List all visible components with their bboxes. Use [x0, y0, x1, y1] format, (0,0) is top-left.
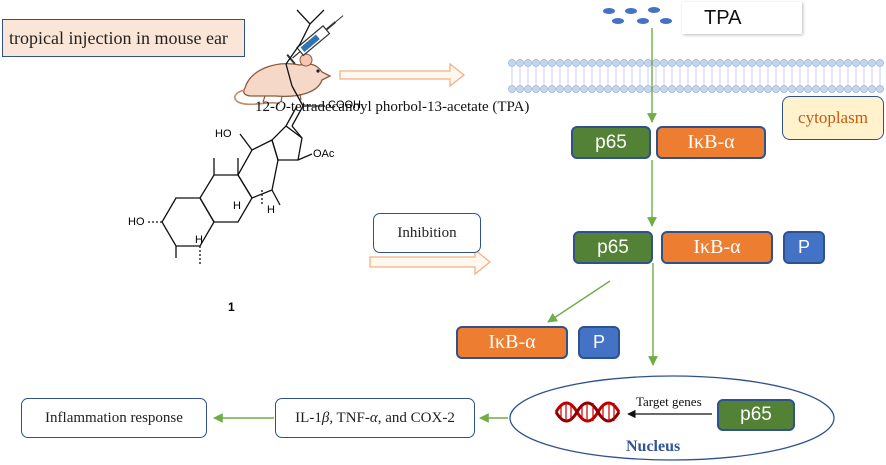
p65-box-nucleus: p65: [717, 399, 795, 431]
h-label-1: H: [233, 200, 241, 212]
phosphate-box-released: P: [578, 326, 620, 359]
p65-box-cytoplasm: p65: [571, 126, 651, 159]
ikb-alpha-box-released: IκB-α: [456, 326, 568, 359]
target-genes-label: Target genes: [636, 394, 702, 409]
cooh-label: COOH: [328, 99, 361, 111]
dna-helix-icon: [554, 401, 621, 423]
hollow-arrow-inhibition: [369, 248, 492, 276]
cytoplasm-label: cytoplasm: [798, 108, 868, 127]
h-label-2: H: [195, 234, 203, 246]
hollow-arrow-mouse: [339, 62, 466, 88]
syringe-icon: [286, 15, 344, 65]
mouse-icon: [234, 53, 332, 106]
tpa-label-box: TPA: [682, 2, 802, 34]
inhibition-box: Inhibition: [373, 213, 481, 253]
ikb-alpha-box-phosphorylated: IκB-α: [661, 231, 773, 264]
injection-label-box: tropical injection in mouse ear: [2, 19, 245, 57]
h-label-3: H: [267, 204, 275, 216]
cell-membrane: [508, 59, 884, 93]
inflammation-response-box: Inflammation response: [21, 398, 207, 438]
injection-label: tropical injection in mouse ear: [9, 27, 228, 48]
oac-label: OAc: [313, 148, 335, 160]
compound-number: 1: [228, 300, 235, 314]
tpa-full-name: 12-O-tetradecanoyl phorbol-13-acetate (T…: [255, 99, 530, 115]
ho-top-label: HO: [215, 128, 232, 140]
tpa-label: TPA: [704, 6, 742, 29]
pathway-arrows: [213, 28, 658, 423]
compound-structure: [148, 9, 325, 264]
tpa-molecules: [603, 7, 672, 24]
nucleus-ellipse: [509, 375, 835, 461]
ho-bottom-label: HO: [128, 216, 145, 228]
p65-box-phosphorylated: p65: [573, 231, 653, 264]
ikb-alpha-box-cytoplasm: IκB-α: [656, 126, 766, 159]
cytoplasm-label-box: cytoplasm: [782, 96, 884, 140]
nucleus-label: Nucleus: [626, 438, 681, 455]
phosphate-box: P: [783, 231, 825, 264]
